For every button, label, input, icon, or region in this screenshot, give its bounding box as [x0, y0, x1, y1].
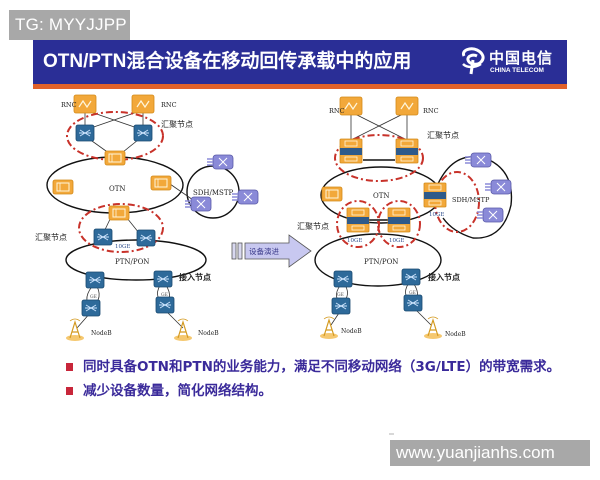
title-bar: OTN/PTN混合设备在移动回传承载中的应用 中国电信 CHINA TELECO… [33, 40, 567, 84]
left-link-label: 10GE [115, 244, 130, 250]
watermark-top: TG: MYYJJPP [9, 10, 130, 40]
bullet-list: 同时具备OTN和PTN的业务能力，满足不同移动网络（3G/LTE）的带宽需求。 … [63, 358, 563, 406]
left-aggregation-label-top: 汇聚节点 [161, 120, 193, 129]
evolution-arrow: 设备演进 [231, 234, 312, 268]
right-access-label: 接入节点 [428, 272, 460, 282]
accent-strip [33, 84, 567, 89]
bullet-text: 减少设备数量，简化网络结构。 [83, 383, 272, 399]
right-sdh-label: SDH/MSTP [452, 196, 490, 204]
logo-chinese-text: 中国电信 [489, 49, 554, 67]
left-ptn-label: PTN/PON [115, 258, 149, 266]
right-ge-label-2: GE [409, 290, 416, 296]
right-link-label-3: 10GE [429, 212, 444, 218]
right-link-label-2: 10GE [389, 238, 404, 244]
left-sdh-label: SDH/MSTP [193, 189, 234, 197]
network-diagram: RNC RNC 汇聚节点 OTN SDH/MSTP 汇聚节点 10GE PTN/… [35, 94, 513, 342]
bullet-text: 同时具备OTN和PTN的业务能力，满足不同移动网络（3G/LTE）的带宽需求。 [83, 359, 561, 375]
logo-english-text: CHINA TELECOM [490, 67, 544, 74]
right-nodeb-label-1: NodeB [341, 328, 362, 335]
divider [389, 433, 394, 435]
left-nodeb-label-2: NodeB [198, 330, 219, 337]
bullet-square-icon [66, 363, 73, 371]
watermark-bottom: www.yuanjianhs.com [390, 440, 590, 466]
bullet-item: 同时具备OTN和PTN的业务能力，满足不同移动网络（3G/LTE）的带宽需求。 [63, 358, 563, 376]
left-otn-label: OTN [109, 185, 126, 193]
china-telecom-emblem-icon [461, 47, 485, 75]
right-otn-label: OTN [373, 192, 390, 200]
right-nodeb-label-2: NodeB [445, 331, 466, 338]
right-aggregation-label-top: 汇聚节点 [427, 131, 459, 140]
china-telecom-logo: 中国电信 CHINA TELECOM [459, 45, 565, 81]
right-rnc-label-1: RNC [329, 107, 345, 115]
right-ptn-label: PTN/PON [364, 258, 398, 266]
left-rnc-label-2: RNC [161, 101, 177, 109]
slide-title: OTN/PTN混合设备在移动回传承载中的应用 [43, 51, 412, 72]
left-access-label: 接入节点 [179, 272, 211, 282]
right-link-label-1: 10GE [347, 238, 362, 244]
left-ge-label-2: GE [161, 292, 168, 298]
left-diagram: RNC RNC 汇聚节点 OTN SDH/MSTP 汇聚节点 10GE PTN/… [35, 94, 259, 342]
left-nodeb-label-1: NodeB [91, 330, 112, 337]
right-diagram: RNC RNC 汇聚节点 OTN SDH/MSTP 汇聚节点 10GE 10GE… [297, 96, 513, 340]
left-rnc-label-1: RNC [61, 101, 77, 109]
left-ge-label-1: GE [90, 294, 97, 300]
bullet-item: 减少设备数量，简化网络结构。 [63, 382, 563, 400]
right-ge-label-1: GE [337, 292, 344, 298]
bullet-square-icon [66, 387, 73, 395]
right-rnc-label-2: RNC [423, 107, 439, 115]
left-aggregation-label-bottom: 汇聚节点 [35, 233, 67, 242]
slide: OTN/PTN混合设备在移动回传承载中的应用 中国电信 CHINA TELECO… [33, 40, 567, 430]
evolution-arrow-label: 设备演进 [249, 246, 279, 256]
right-aggregation-label-bottom: 汇聚节点 [297, 222, 329, 231]
